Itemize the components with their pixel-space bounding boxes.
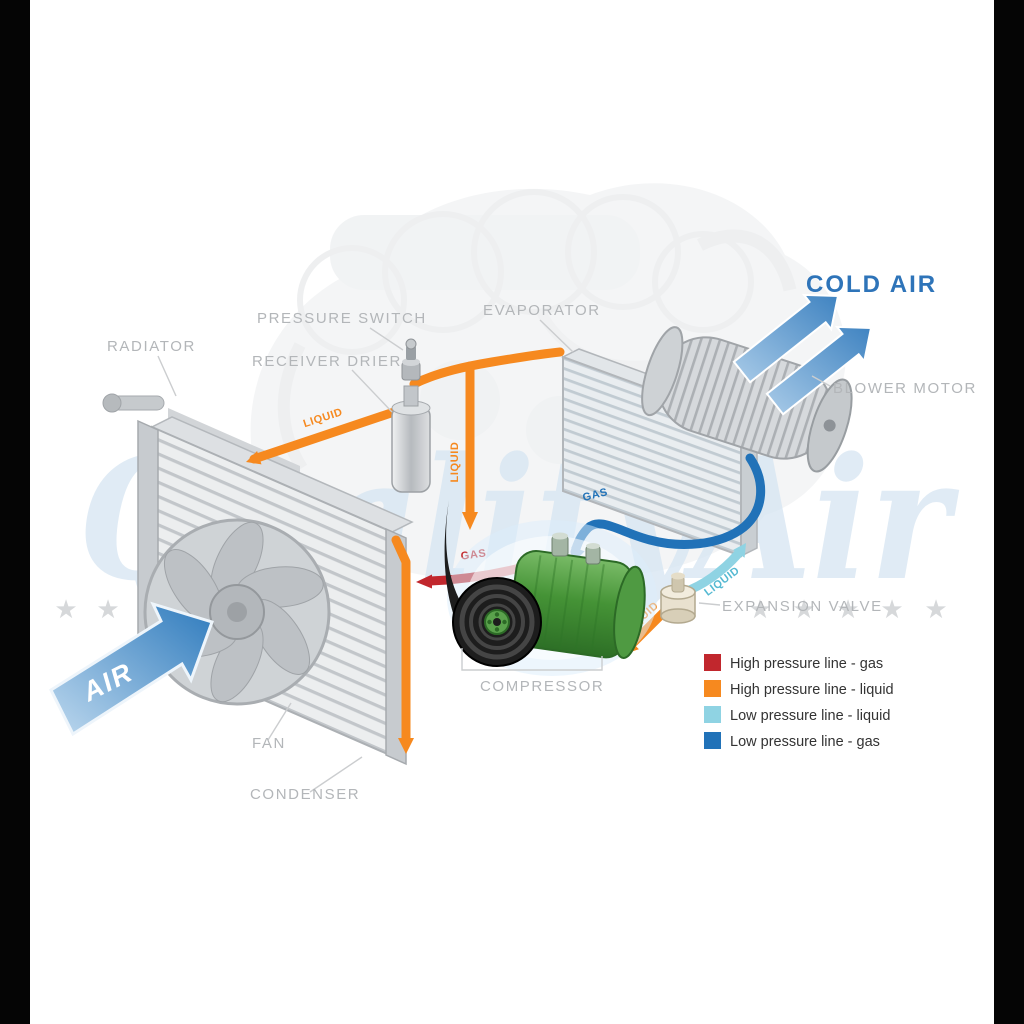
star-icon: ★ <box>96 594 119 624</box>
arrowhead-icon <box>733 543 746 558</box>
expansion-valve-graphic <box>660 572 696 624</box>
condenser-label: CONDENSER <box>250 786 360 803</box>
cold-air-label: COLD AIR <box>806 271 937 298</box>
pressure-switch-label: PRESSURE SWITCH <box>257 310 427 327</box>
star-icon: ★ <box>836 594 859 624</box>
legend-swatch-high-gas <box>704 654 721 671</box>
star-icon: ★ <box>54 594 77 624</box>
leader-lines <box>157 319 831 793</box>
legend-label: High pressure line - liquid <box>730 682 894 698</box>
pressure-switch-graphic <box>401 338 421 381</box>
fan-label: FAN <box>252 735 286 752</box>
legend-swatch-low-liquid <box>704 706 721 723</box>
compressor-label: COMPRESSOR <box>480 678 604 695</box>
arrowhead-icon <box>462 512 478 530</box>
air-flow-arrow: AIR <box>49 601 214 737</box>
receiver-drier-label: RECEIVER DRIER <box>252 353 402 370</box>
component-labels: RADIATOR PRESSURE SWITCH RECEIVER DRIER … <box>107 271 977 803</box>
receiver-drier-graphic <box>391 338 431 493</box>
star-icon: ★ <box>748 594 771 624</box>
arrowhead-icon <box>246 451 262 465</box>
legend-label: High pressure line - gas <box>730 656 883 672</box>
liquid-label: LIQUID <box>449 442 461 483</box>
high-pressure-liquid-line <box>409 347 565 389</box>
letterbox-left <box>0 0 30 1024</box>
star-icon: ★ <box>880 594 903 624</box>
high-pressure-liquid-line <box>249 405 405 464</box>
expansion-valve-label: EXPANSION VALVE <box>722 598 883 615</box>
blower-motor-label: BLOWER MOTOR <box>833 380 977 397</box>
blower-motor-graphic <box>641 326 853 473</box>
cold-air-arrows <box>732 293 873 416</box>
legend-swatch-high-liquid <box>704 680 721 697</box>
legend-swatch-low-gas <box>704 732 721 749</box>
star-icon: ★ <box>924 594 947 624</box>
high-pressure-liquid-line <box>391 535 411 745</box>
arrowhead-icon <box>398 738 414 754</box>
arrowhead-icon <box>416 574 432 589</box>
compressor-graphic <box>444 500 657 676</box>
legend-label: Low pressure line - gas <box>730 734 880 750</box>
legend: High pressure line - gas High pressure l… <box>704 654 894 750</box>
star-icon: ★ <box>792 594 815 624</box>
letterbox-right <box>994 0 1024 1024</box>
evaporator-label: EVAPORATOR <box>483 302 601 319</box>
radiator-label: RADIATOR <box>107 338 196 355</box>
legend-label: Low pressure line - liquid <box>730 708 890 724</box>
pulley-graphic <box>452 577 542 667</box>
